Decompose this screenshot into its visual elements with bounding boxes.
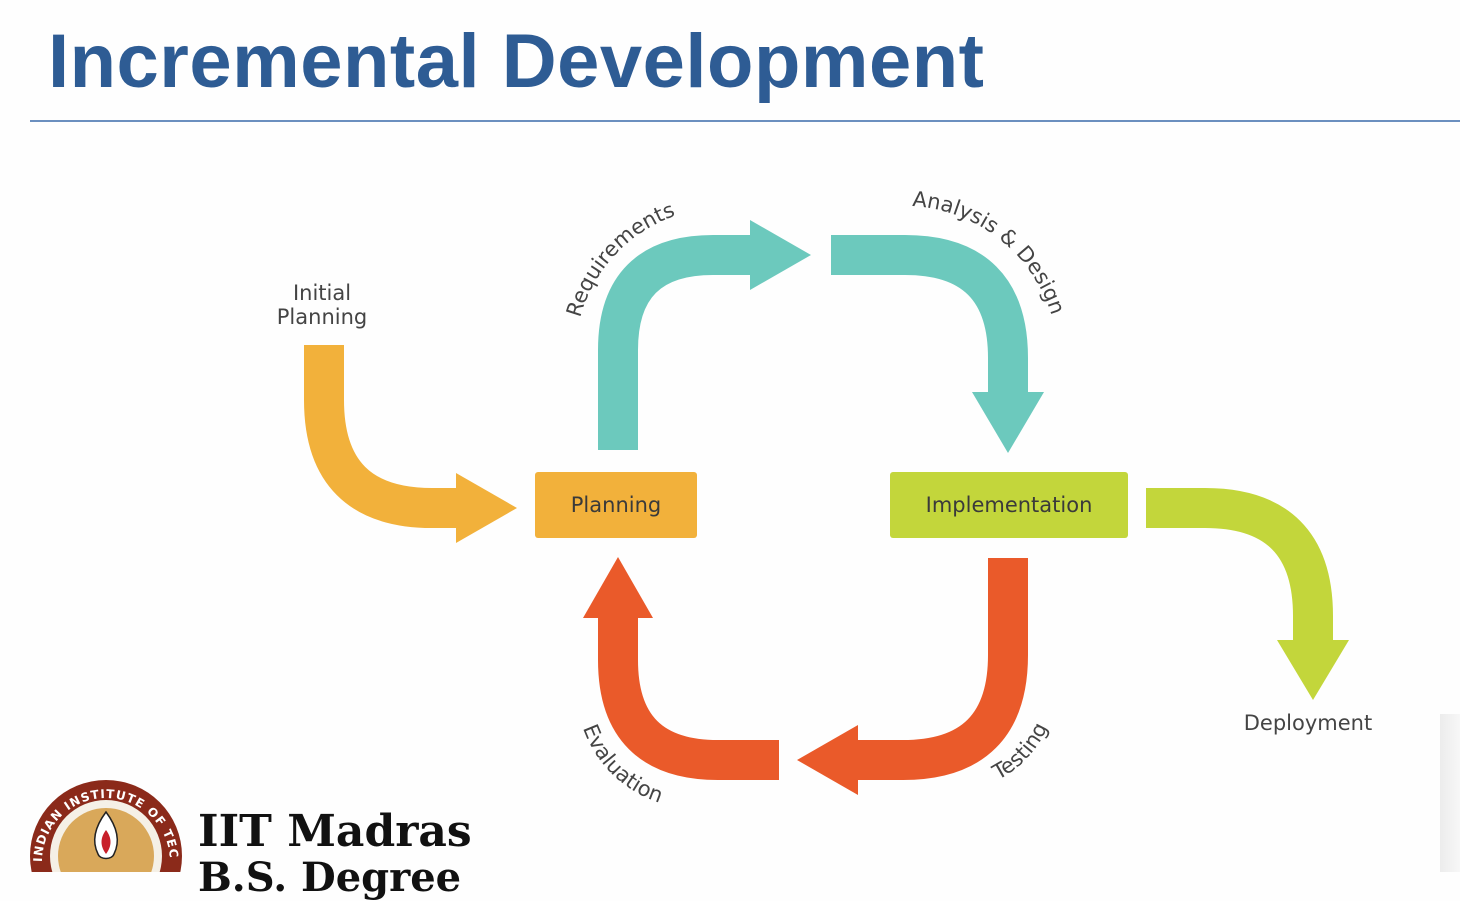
iit-madras-seal-icon: INDIAN INSTITUTE OF TECHNOLOGY MADRAS: [0, 772, 182, 872]
iit-madras-branding: INDIAN INSTITUTE OF TECHNOLOGY MADRAS II…: [0, 772, 520, 900]
edge-shadow: [1440, 714, 1460, 872]
deployment-arrow: [1146, 488, 1349, 700]
brand-subtitle: B.S. Degree: [198, 854, 462, 901]
testing-arrow: [797, 558, 1028, 795]
brand-name: IIT Madras: [198, 806, 472, 857]
evaluation-arrow: [583, 557, 779, 780]
initial-planning-label-line2: Planning: [276, 305, 368, 329]
analysis-design-arrow: [831, 235, 1044, 453]
requirements-arrow: [598, 220, 811, 450]
initial-planning-label-line1: Initial: [292, 281, 352, 305]
planning-box-label: Planning: [570, 493, 662, 517]
incremental-cycle-diagram: Requirements Analysis & Design Testing E…: [304, 187, 1349, 808]
deployment-label: Deployment: [1243, 711, 1373, 735]
planning-box: Planning: [535, 472, 697, 538]
slide-title: Incremental Development: [48, 19, 985, 104]
title-divider: [30, 120, 1460, 122]
implementation-box: Implementation: [890, 472, 1128, 538]
initial-planning-label: Initial Planning: [262, 281, 382, 329]
initial-planning-arrow: [304, 345, 517, 543]
implementation-box-label: Implementation: [925, 493, 1093, 517]
